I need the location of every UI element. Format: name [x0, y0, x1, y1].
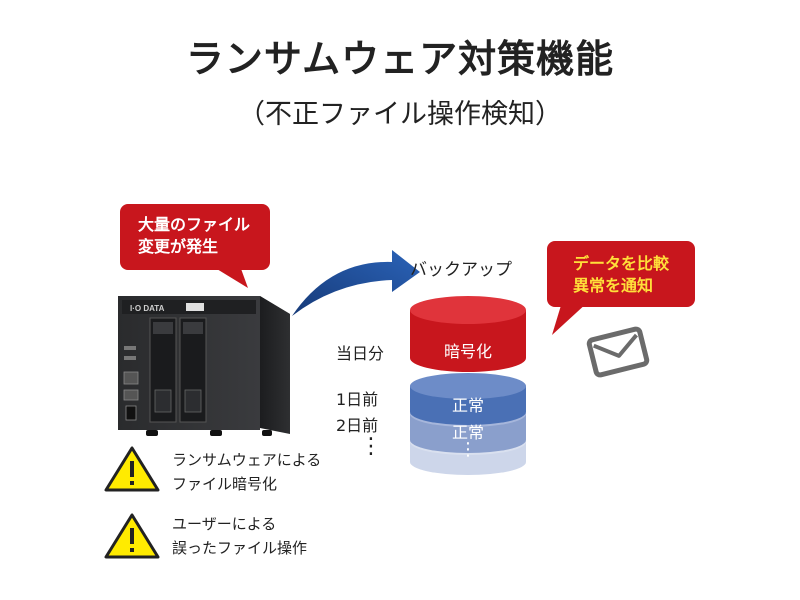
- alert-bubble-left-line1: 大量のファイル: [138, 215, 251, 234]
- drive-bay-1: [149, 317, 177, 423]
- warning-text-1-line2: ファイル暗号化: [172, 475, 278, 493]
- page-subtitle: （不正ファイル操作検知）: [238, 99, 562, 130]
- nas-brand-logo: I·O DATA: [130, 304, 165, 313]
- layer-status-2days: 正常: [451, 423, 484, 442]
- alert-bubble-left-line2: 変更が発生: [138, 237, 219, 256]
- layer-status-today: 暗号化: [443, 342, 492, 361]
- backup-stack: [410, 296, 526, 475]
- nas-side: [260, 296, 290, 434]
- warning-text-1-line1: ランサムウェアによる: [172, 451, 322, 469]
- alert-bubble-left: [120, 204, 270, 288]
- alert-bubble-right-text: データを比較 異常を通知: [573, 253, 693, 297]
- warning-icon-2: [104, 513, 160, 559]
- warning-text-2: ユーザーによる 誤ったファイル操作: [172, 512, 307, 560]
- warning-icon-1: [104, 446, 160, 492]
- backup-title: バックアップ: [410, 260, 512, 280]
- page-title: ランサムウェア対策機能: [185, 37, 615, 81]
- warning-text-1: ランサムウェアによる ファイル暗号化: [172, 448, 321, 496]
- layer-more-indicator: ⋮: [459, 439, 477, 460]
- usb-port-icon: [125, 405, 137, 421]
- backup-arrow: [292, 250, 420, 316]
- layer-status-1day: 正常: [451, 396, 484, 415]
- power-button-icon: [123, 371, 139, 385]
- backup-layer-today: [410, 310, 526, 372]
- more-days-indicator: ⋮: [360, 434, 382, 459]
- warning-text-2-line2: 誤ったファイル操作: [172, 539, 308, 557]
- day-label-1day: 1日前: [336, 390, 379, 409]
- warning-text-2-line1: ユーザーによる: [172, 515, 277, 533]
- day-label-2days: 2日前: [336, 416, 379, 435]
- alert-bubble-left-text: 大量のファイル 変更が発生: [138, 214, 278, 258]
- day-label-today: 当日分: [336, 344, 385, 363]
- raid-badge-icon: [186, 303, 204, 311]
- mail-notification-icon: [586, 326, 650, 378]
- nas-device: I·O DATA: [118, 296, 290, 436]
- alert-bubble-right: [547, 241, 695, 335]
- alert-bubble-right-line2: 異常を通知: [573, 276, 654, 295]
- alert-bubble-right-line1: データを比較: [573, 254, 670, 273]
